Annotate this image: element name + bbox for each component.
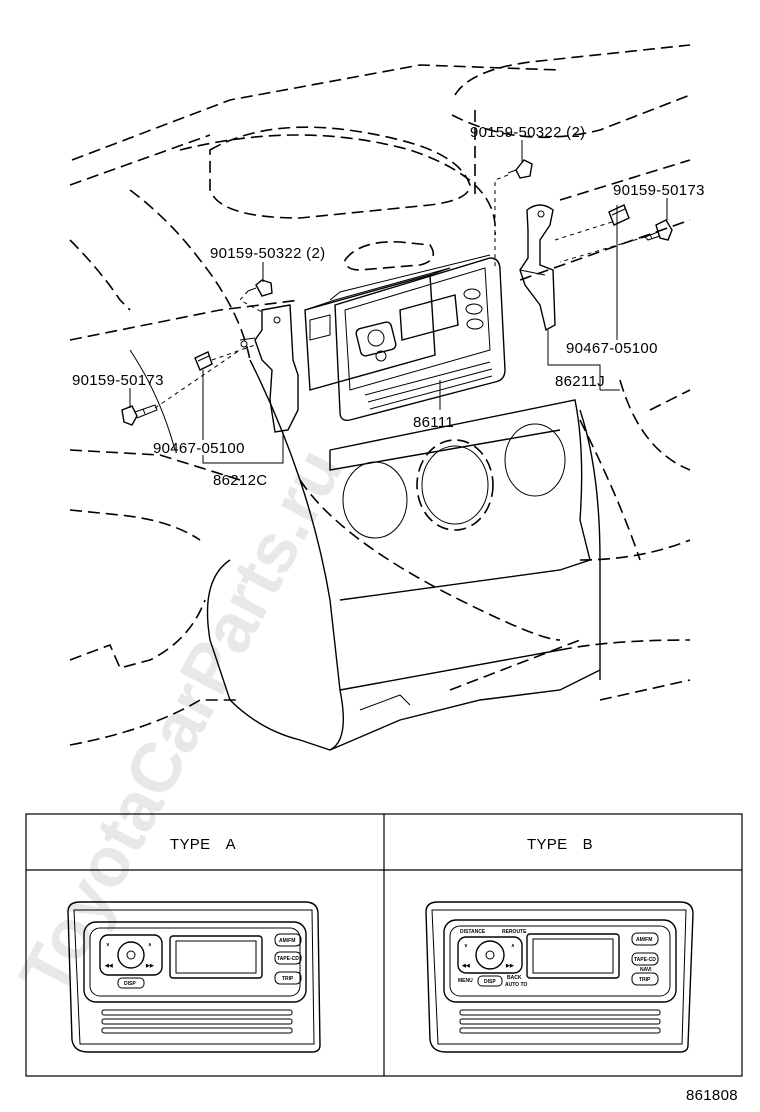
install-lines <box>154 174 646 409</box>
diagram-number: 861808 <box>686 1087 738 1104</box>
dashboard-outline <box>69 44 691 746</box>
right-bracket <box>519 204 556 332</box>
disp-a-label: DISP <box>124 981 136 987</box>
nut-right <box>608 204 630 226</box>
label-nut-right: 90467-05100 <box>566 340 658 357</box>
label-bracket-left: 86212C <box>213 472 267 489</box>
screw-left <box>247 279 273 297</box>
navi-label: NAVI <box>640 967 652 973</box>
svg-text:◀◀: ◀◀ <box>461 963 470 969</box>
radio-unit <box>304 254 506 422</box>
label-bolt-right: 90159-50173 <box>613 182 705 199</box>
tapecd-a-label: TAPE-CD <box>277 956 299 962</box>
type-b-header: TYPE B <box>527 836 593 853</box>
tapecd-b-label: TAPE-CD <box>634 957 656 963</box>
label-radio: 86111 <box>413 414 454 431</box>
distance-label: DISTANCE <box>460 929 486 935</box>
amfm-b-label: AM/FM <box>636 937 652 943</box>
svg-text:◀◀: ◀◀ <box>104 963 113 969</box>
label-screw-left: 90159-50322 (2) <box>210 245 325 262</box>
svg-text:∧: ∧ <box>511 943 515 949</box>
left-bracket <box>239 304 299 433</box>
console-outline <box>129 349 601 751</box>
bolt-left <box>121 404 158 426</box>
type-a-header: TYPE A <box>170 836 236 853</box>
svg-text:∨: ∨ <box>106 942 110 948</box>
svg-text:▶▶: ▶▶ <box>145 963 155 969</box>
amfm-a-label: AM/FM <box>279 938 295 944</box>
svg-text:∨: ∨ <box>464 943 468 949</box>
screw-top-right <box>507 159 533 179</box>
trip-b-label: TRIP <box>639 977 651 983</box>
panel-type-a: ∨ ∧ ◀◀ ▶▶ DISP AM/FM TAPE-CD TRIP <box>67 901 321 1053</box>
bolt-right <box>644 219 673 241</box>
back-label: BACK <box>507 975 522 981</box>
panel-type-b: DISTANCE REROUTE ∨ ∧ ◀◀ ▶▶ MENU DISP BAC… <box>425 901 694 1053</box>
svg-text:▶▶: ▶▶ <box>505 963 515 969</box>
trip-a-label: TRIP <box>282 976 294 982</box>
autoto-label: AUTO TO <box>505 982 527 988</box>
menu-label: MENU <box>458 978 473 984</box>
svg-text:∧: ∧ <box>148 942 152 948</box>
reroute-label: REROUTE <box>502 929 527 935</box>
type-table <box>25 813 743 1077</box>
label-bracket-right: 86211J <box>555 373 605 390</box>
disp-b-label: DISP <box>484 979 496 985</box>
nut-left <box>194 351 213 371</box>
label-nut-left: 90467-05100 <box>153 440 245 457</box>
label-bolt-left: 90159-50173 <box>72 372 164 389</box>
label-screw-top: 90159-50322 (2) <box>470 124 585 141</box>
leader-lines <box>129 140 668 464</box>
